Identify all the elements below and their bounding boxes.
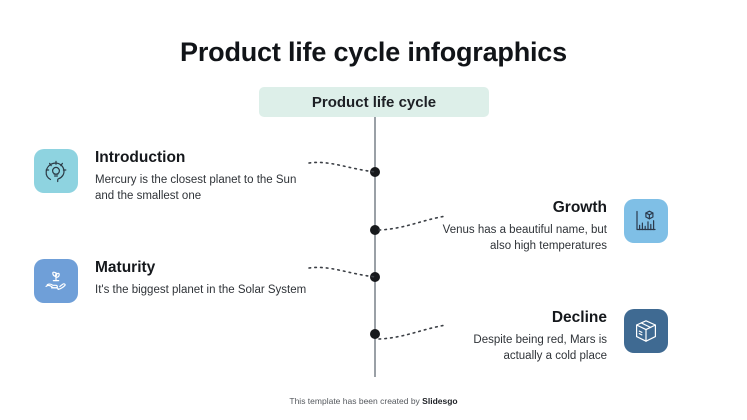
head-lightbulb-icon [34, 149, 78, 193]
connector-maturity [308, 266, 377, 278]
item-decline-body: Despite being red, Mars is actually a co… [473, 333, 607, 363]
item-maturity-heading: Maturity [95, 259, 156, 276]
item-decline-heading: Decline [551, 309, 607, 326]
item-growth-body: Venus has a beautiful name, but also hig… [442, 223, 607, 253]
center-label-pill: Product life cycle [259, 87, 489, 117]
item-introduction-body: Mercury is the closest planet to the Sun… [95, 173, 297, 203]
item-growth[interactable]: Growth Venus has a beautiful name, but a… [440, 199, 668, 254]
timeline-dot-growth [370, 225, 380, 235]
item-introduction-heading: Introduction [95, 149, 186, 166]
center-label-text: Product life cycle [311, 93, 437, 111]
connector-decline [378, 324, 447, 340]
connector-introduction [308, 161, 377, 173]
item-growth-text: Growth Venus has a beautiful name, but a… [440, 199, 607, 254]
item-maturity-body: It's the biggest planet in the Solar Sys… [95, 283, 307, 296]
item-decline-text: Decline Despite being red, Mars is actua… [440, 309, 607, 364]
item-introduction[interactable]: Introduction Mercury is the closest plan… [34, 149, 310, 204]
page-title: Product life cycle infographics [180, 37, 567, 67]
bar-chart-box-icon [624, 199, 668, 243]
item-maturity-text: Maturity It's the biggest planet in the … [95, 259, 306, 298]
connector-growth [378, 215, 447, 231]
item-introduction-text: Introduction Mercury is the closest plan… [95, 149, 310, 204]
footer-credit: This template has been created by Slides… [0, 396, 747, 406]
timeline-dot-introduction [370, 167, 380, 177]
timeline-dot-maturity [370, 272, 380, 282]
package-box-icon [624, 309, 668, 353]
timeline-axis [374, 117, 376, 377]
timeline-dot-decline [370, 329, 380, 339]
footer-brand: Slidesgo [422, 396, 458, 406]
item-decline[interactable]: Decline Despite being red, Mars is actua… [440, 309, 668, 364]
hand-plant-icon [34, 259, 78, 303]
footer-prefix: This template has been created by [289, 396, 423, 406]
item-growth-heading: Growth [552, 199, 607, 216]
item-maturity[interactable]: Maturity It's the biggest planet in the … [34, 259, 306, 303]
